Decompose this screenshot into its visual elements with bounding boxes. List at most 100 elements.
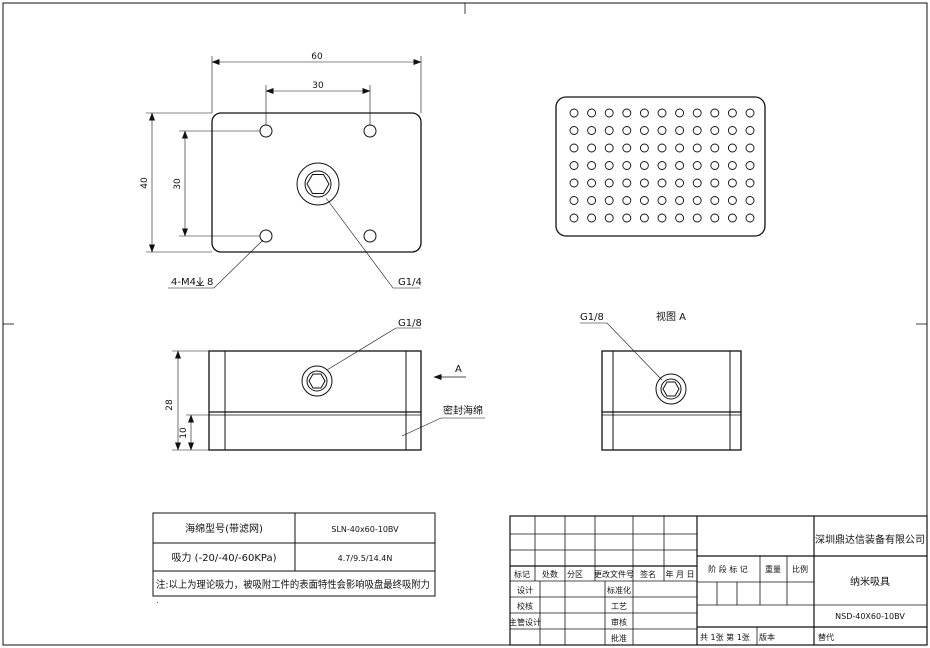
sponge-label: 密封海绵 — [443, 404, 483, 417]
bottom-view-body — [555, 96, 766, 237]
tb-check: 校核 — [517, 601, 533, 611]
suction-hole — [639, 108, 649, 118]
port-hex — [306, 174, 330, 194]
front-view — [172, 327, 485, 451]
suction-hole — [710, 196, 720, 205]
suction-hole — [569, 108, 579, 118]
suction-hole — [710, 108, 720, 118]
tb-version: 版本 — [759, 632, 775, 642]
suction-hole — [639, 143, 649, 153]
side-port-leader — [580, 322, 663, 381]
suction-hole — [657, 213, 667, 223]
suction-hole — [692, 178, 702, 188]
front-port-leader — [326, 327, 421, 371]
suction-hole — [604, 126, 614, 135]
dim-sponge-height: 10 — [179, 427, 189, 439]
suction-hole — [675, 178, 685, 188]
spec-sponge-value: SLN-40x60-10BV — [331, 525, 399, 534]
suction-hole — [639, 178, 649, 188]
spec-table-text: 海绵型号(带滤网) SLN-40x60-10BV 吸力 (-20/-40/-60… — [156, 522, 430, 605]
tb-header-date: 年 月 日 — [665, 569, 694, 579]
suction-hole — [675, 161, 685, 170]
suction-hole — [727, 143, 737, 153]
suction-hole — [710, 126, 720, 135]
tb-chief-design: 主管设计 — [509, 617, 541, 627]
view-a-label: 视图 A — [656, 310, 686, 323]
front-view-body — [208, 350, 422, 451]
suction-hole — [657, 143, 667, 153]
tb-header-change-doc: 更改文件号 — [594, 569, 634, 579]
suction-hole — [745, 213, 755, 223]
spec-sponge-label: 海绵型号(带滤网) — [185, 522, 263, 535]
suction-hole — [604, 143, 614, 153]
bottom-view — [555, 96, 766, 237]
suction-hole — [622, 178, 632, 188]
suction-hole — [727, 126, 737, 135]
suction-hole — [639, 126, 649, 135]
dim-hole-spacing-y: 30 — [173, 178, 183, 190]
tb-company: 深圳鼎达信装备有限公司 — [815, 533, 925, 546]
tb-approve: 批准 — [611, 633, 627, 643]
front-port-inner — [306, 370, 328, 392]
suction-hole — [710, 143, 720, 153]
tb-standardize: 标准化 — [607, 585, 631, 595]
suction-hole — [675, 126, 685, 135]
side-view-body — [601, 350, 742, 451]
side-port-label: G1/8 — [580, 312, 604, 323]
suction-hole — [727, 196, 737, 205]
front-port-label: G1/8 — [398, 318, 422, 329]
sponge-leader — [401, 417, 485, 437]
hole-callout: 4-M4 — [171, 277, 196, 288]
tb-stage-mark: 阶 段 标 记 — [708, 564, 748, 574]
suction-hole — [727, 161, 737, 170]
suction-hole — [675, 213, 685, 223]
suction-hole — [587, 213, 597, 223]
tb-replace: 替代 — [818, 632, 834, 642]
port-leader — [325, 197, 420, 289]
front-port-outer — [301, 365, 333, 397]
side-port-inner — [660, 378, 682, 400]
suction-hole — [622, 126, 632, 135]
suction-hole — [569, 213, 579, 223]
hole-leader — [168, 239, 264, 289]
suction-hole — [727, 108, 737, 118]
title-block-text: 标记 处数 分区 更改文件号 签名 年 月 日 设计 标准化 校核 工艺 主管设… — [509, 533, 925, 643]
suction-hole — [657, 108, 667, 118]
dim-hole-spacing-x: 30 — [312, 81, 324, 91]
side-view — [580, 322, 742, 451]
top-view-body — [211, 112, 422, 253]
hole-depth: 8 — [207, 277, 213, 288]
suction-hole — [675, 108, 685, 118]
depth-icon — [196, 277, 204, 286]
tb-header-count: 处数 — [542, 569, 558, 579]
suction-hole — [692, 126, 702, 135]
tb-header-mark: 标记 — [514, 569, 530, 579]
suction-hole — [745, 126, 755, 135]
suction-hole — [622, 213, 632, 223]
suction-hole — [745, 108, 755, 118]
hole-grid — [569, 108, 755, 223]
suction-hole — [657, 196, 667, 205]
suction-hole — [569, 126, 579, 135]
dim-height: 40 — [140, 177, 150, 189]
suction-hole — [604, 178, 614, 188]
spec-table — [152, 512, 436, 597]
suction-hole — [745, 196, 755, 205]
spec-note: 注:以上为理论吸力，被吸附工件的表面特性会影响吸盘最终吸附力 — [156, 578, 430, 591]
suction-hole — [692, 161, 702, 170]
suction-hole — [622, 143, 632, 153]
mount-hole — [363, 124, 377, 138]
suction-hole — [587, 143, 597, 153]
tb-part-number: NSD-40X60-10BV — [835, 612, 905, 621]
view-arrow-label: A — [455, 364, 462, 375]
top-view — [146, 56, 422, 289]
dim-total-height: 28 — [165, 399, 175, 411]
suction-hole — [727, 213, 737, 223]
spec-suction-value: 4.7/9.5/14.4N — [338, 554, 393, 563]
suction-hole — [604, 213, 614, 223]
suction-hole — [587, 196, 597, 205]
tb-design: 设计 — [517, 585, 533, 595]
suction-hole — [622, 196, 632, 205]
top-port-label: G1/4 — [398, 277, 422, 288]
